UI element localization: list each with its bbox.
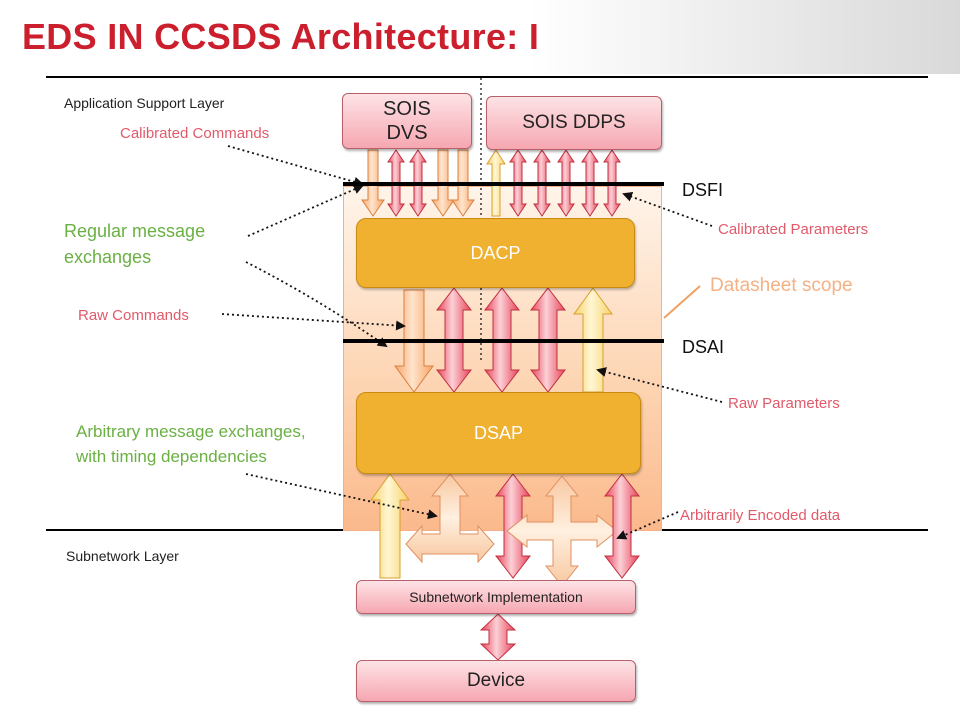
- scope-pointer: [663, 285, 701, 319]
- callout-calibrated-params: [622, 192, 713, 227]
- arrow-subnet-device: [479, 613, 517, 661]
- regular-exchanges-label: Regular message exchanges: [64, 221, 206, 267]
- dsap-label: DSAP: [473, 422, 524, 443]
- subnetwork-impl-box: Subnetwork Implementation: [356, 580, 636, 614]
- raw-parameters-label: Raw Parameters: [728, 395, 840, 412]
- bottom-arrows: [370, 473, 641, 587]
- callout-raw-params: [596, 367, 723, 403]
- sois-dvs-box: SOIS DVS: [342, 93, 472, 149]
- arbitrary-exchanges-label: Arbitrary message exchanges, with timing…: [76, 422, 306, 466]
- title-band: [0, 0, 960, 74]
- arrow-dbl-red-bot-2: [603, 473, 641, 579]
- device-box: Device: [356, 660, 636, 702]
- calibrated-parameters-label: Calibrated Parameters: [718, 221, 869, 238]
- callout-calibrated-commands: [227, 145, 364, 187]
- arrow-up-bottom-yellow: [370, 473, 410, 579]
- dacp-box: DACP: [356, 218, 635, 288]
- dsfi-bar: [343, 182, 664, 186]
- callout-regular-1: [247, 184, 364, 237]
- callout-raw-commands: [221, 313, 406, 331]
- callout-arbitrary: [245, 473, 438, 520]
- sois-ddps-label: SOIS DDPS: [522, 112, 626, 133]
- dsai-label: DSAI: [682, 337, 725, 357]
- arbitrarily-encoded-label: Arbitrarily Encoded data: [680, 507, 841, 524]
- callout-arbitrarily-encoded: [616, 511, 679, 540]
- sois-ddps-box: SOIS DDPS: [486, 96, 662, 150]
- page-title: EDS IN CCSDS Architecture: I: [22, 16, 540, 57]
- dsai-bar: [343, 339, 664, 343]
- subnetwork-layer-label: Subnetwork Layer: [66, 548, 179, 564]
- sois-dvs-label: SOIS DVS: [383, 98, 431, 144]
- raw-commands-label: Raw Commands: [78, 307, 189, 324]
- datasheet-scope-label: Datasheet scope: [710, 275, 853, 296]
- dsap-box: DSAP: [356, 392, 641, 474]
- device-label: Device: [466, 670, 526, 691]
- top-layer-line: [46, 76, 928, 78]
- dacp-label: DACP: [470, 242, 521, 263]
- subnetwork-impl-label: Subnetwork Implementation: [409, 589, 583, 605]
- arrow-t-shape: [405, 473, 495, 564]
- calibrated-commands-label: Calibrated Commands: [120, 125, 270, 142]
- dsfi-label: DSFI: [682, 180, 724, 200]
- application-layer-label: Application Support Layer: [64, 95, 225, 111]
